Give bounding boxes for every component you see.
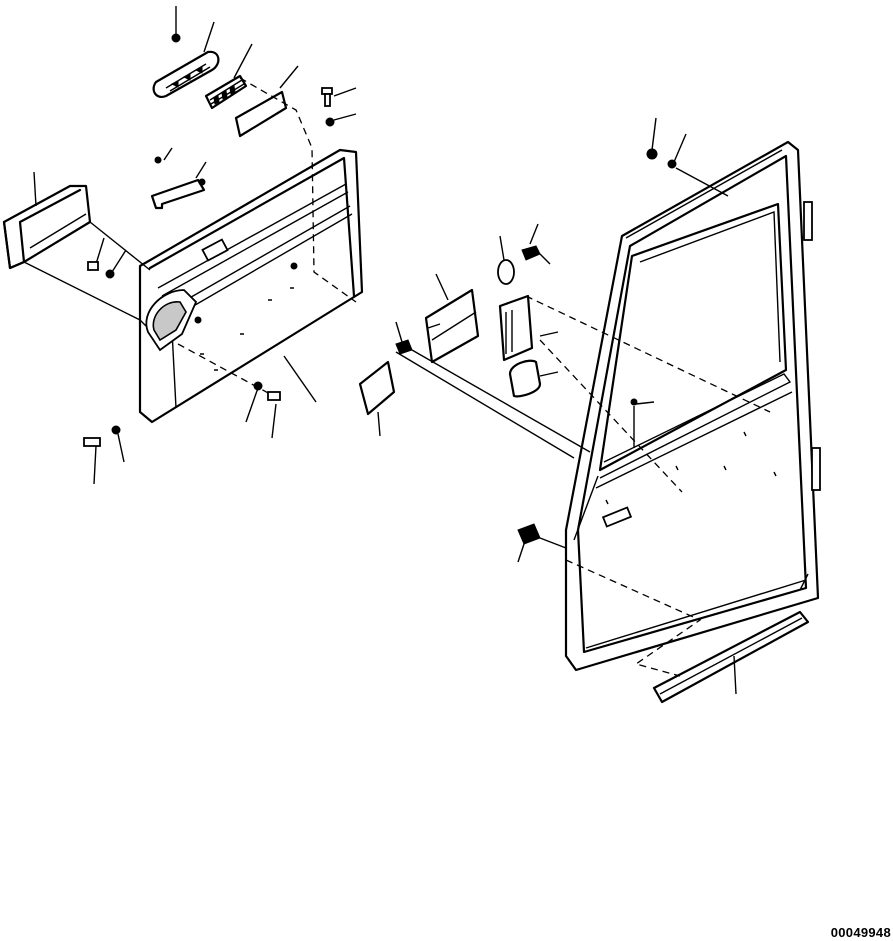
screw-bottom-mid [245,381,281,439]
hinge-upper [803,201,813,241]
door-frame [564,140,820,672]
cover-sheet [508,359,559,398]
weather-strip [652,573,810,704]
washer-bottom-left [111,425,125,463]
oval-grille-plate [152,21,220,98]
top-bolt [171,6,181,43]
rivet-bolt-mid [395,321,413,355]
screw-bottom-left [83,437,101,485]
label-sheet [234,65,299,138]
hinge-lower [811,447,821,491]
washer-left [105,249,127,279]
door-pin [630,398,655,448]
screw-upper [321,87,357,107]
storage-box [2,171,92,270]
inner-door-panel [138,148,364,424]
ribbed-vent-plate [204,43,253,110]
bolt-left [87,237,105,271]
door-plug [517,523,567,563]
door-bolt-top [646,117,687,169]
washer-upper [325,113,357,127]
bracket-plate [358,360,396,437]
seal-plate [424,273,480,364]
o-ring [497,235,515,285]
drawing-number: 00049948 [830,925,891,940]
plug-fastener [521,223,551,265]
pull-handle [150,147,207,210]
sponge-pad [498,294,559,362]
